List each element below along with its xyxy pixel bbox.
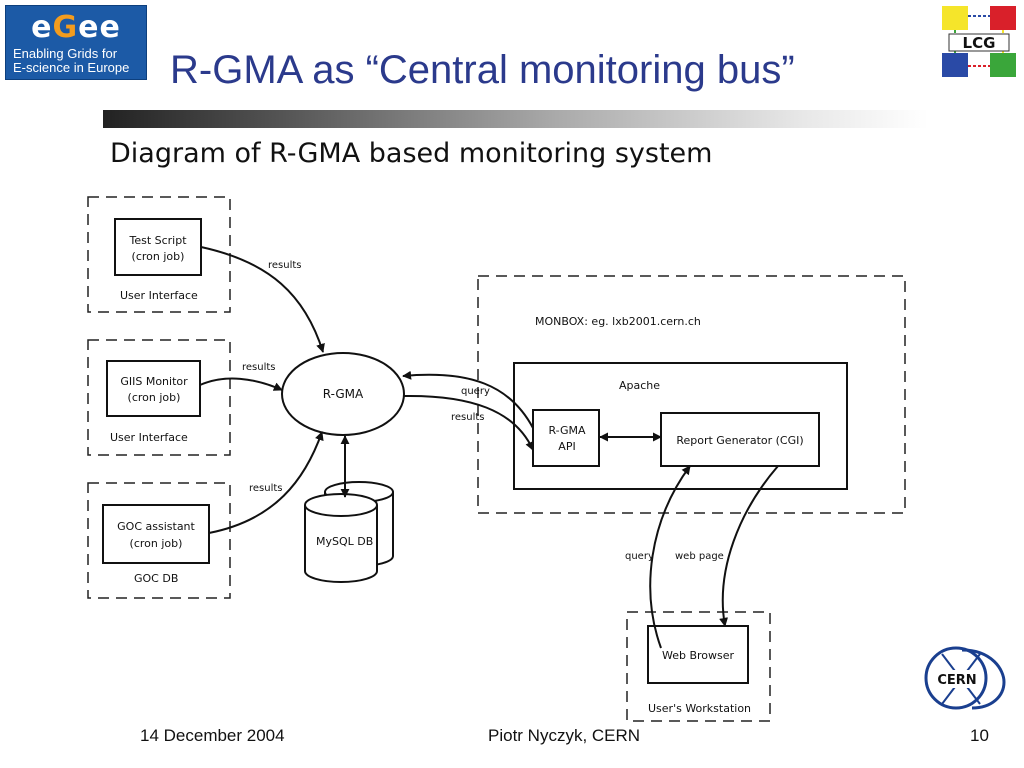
- web-browser-label: Web Browser: [662, 649, 735, 662]
- goc-assistant-line1: GOC assistant: [117, 520, 195, 533]
- egee-logo: eGee Enabling Grids for E-science in Eur…: [5, 5, 147, 80]
- egee-wordmark: eGee: [31, 10, 121, 45]
- monbox-label: MONBOX: eg. lxb2001.cern.ch: [535, 315, 701, 328]
- title-gradient-bar: [103, 110, 928, 128]
- test-script-line2: (cron job): [132, 250, 185, 263]
- rgma-api-box: [532, 409, 600, 467]
- diagram-heading: Diagram of R-GMA based monitoring system: [110, 138, 713, 169]
- test-script-box: [114, 218, 202, 276]
- user-interface-1-label: User Interface: [120, 289, 198, 302]
- giis-monitor-line2: (cron job): [128, 391, 181, 404]
- apache-label: Apache: [619, 379, 660, 392]
- goc-assistant-box: [102, 504, 210, 564]
- arrow-rgma-to-api-results: [403, 394, 534, 451]
- giis-monitor-line1: GIIS Monitor: [120, 375, 188, 388]
- user-interface-2-group: [87, 339, 231, 456]
- lcg-red-square: [990, 6, 1016, 30]
- arrow-report-to-browser-webpage: [719, 465, 779, 627]
- lcg-text: LCG: [963, 34, 996, 52]
- lcg-yellow-square: [942, 6, 968, 30]
- arrow-api-to-rgma-query: [402, 370, 534, 429]
- goc-db-group: [87, 482, 231, 599]
- footer-page-number: 10: [970, 726, 989, 745]
- footer-author: Piotr Nyczyk, CERN: [488, 726, 641, 745]
- arrow-label-results-2: results: [242, 362, 276, 373]
- web-browser-box: [647, 625, 749, 684]
- footer-date: 14 December 2004: [140, 726, 285, 745]
- arrow-label-results-3: results: [249, 483, 283, 494]
- report-generator-label: Report Generator (CGI): [676, 434, 803, 447]
- lcg-logo: LCG: [942, 6, 1016, 77]
- users-workstation-label: User's Workstation: [648, 702, 751, 715]
- rgma-node: [281, 352, 405, 436]
- arrow-label-query-top: query: [461, 386, 490, 397]
- giis-monitor-box: [106, 360, 201, 417]
- arrow-goc-to-rgma: [208, 431, 324, 534]
- arrow-giis-to-rgma: [199, 377, 283, 391]
- rgma-api-line2: API: [558, 440, 575, 453]
- arrow-test-script-to-rgma: [200, 246, 325, 353]
- arrow-label-results-monbox: results: [451, 412, 485, 423]
- monbox-group: [477, 275, 906, 514]
- arrow-label-query-bottom: query: [625, 551, 654, 562]
- lcg-green-square: [990, 53, 1016, 77]
- goc-db-label: GOC DB: [134, 572, 178, 585]
- arrow-label-results-1: results: [268, 260, 302, 271]
- egee-tagline: Enabling Grids for E-science in Europe: [13, 46, 130, 75]
- arrow-browser-query-to-report: [649, 465, 691, 649]
- test-script-line1: Test Script: [128, 234, 187, 247]
- goc-assistant-line2: (cron job): [130, 537, 183, 550]
- lcg-blue-square: [942, 53, 968, 77]
- rgma-label: R-GMA: [323, 387, 364, 401]
- mysql-db-label: MySQL DB: [316, 535, 373, 548]
- cern-logo: CERN: [924, 646, 1006, 710]
- mysql-db-icon: [304, 481, 394, 583]
- cern-text: CERN: [937, 673, 976, 688]
- rgma-api-line1: R-GMA: [548, 424, 586, 437]
- user-interface-2-label: User Interface: [110, 431, 188, 444]
- arrow-label-web-page: web page: [675, 551, 724, 562]
- slide-title: R-GMA as “Central monitoring bus”: [170, 48, 795, 92]
